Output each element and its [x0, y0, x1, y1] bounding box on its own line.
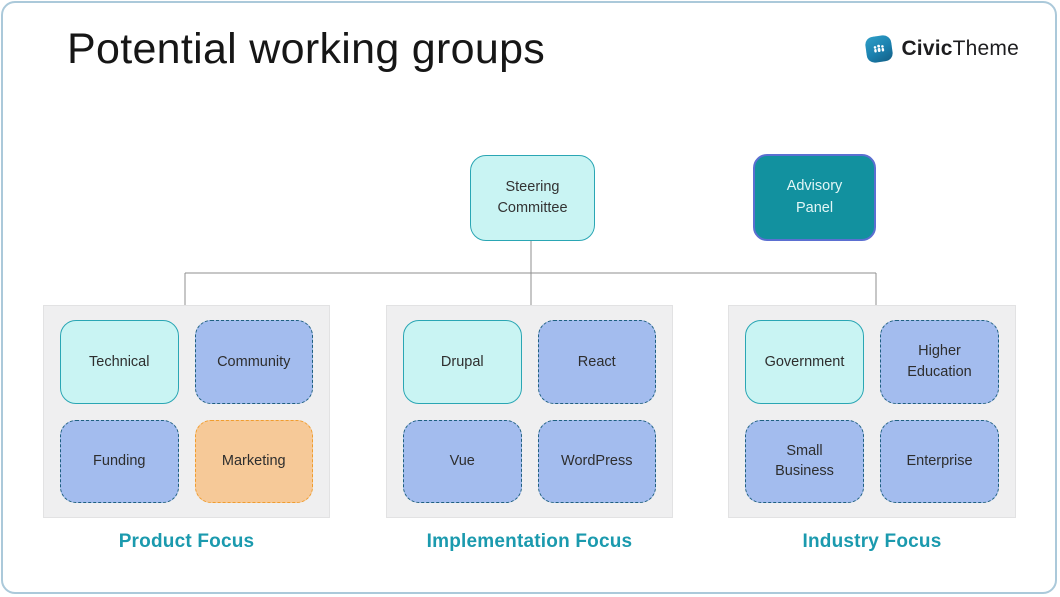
group-product-panel: Technical Community Funding Marketing	[43, 305, 330, 518]
group-industry-focus: Government Higher Education Small Busine…	[728, 305, 1016, 553]
wordmark-theme: Theme	[952, 37, 1019, 60]
civictheme-wordmark: CivicTheme	[901, 37, 1019, 61]
node-wordpress: WordPress	[537, 419, 656, 503]
node-vue: Vue	[403, 419, 522, 503]
node-higher-education: Higher Education	[880, 320, 999, 404]
node-technical: Technical	[60, 320, 179, 404]
node-drupal: Drupal	[403, 320, 522, 404]
page-title: Potential working groups	[67, 25, 546, 73]
node-advisory-panel: Advisory Panel	[753, 154, 876, 241]
node-community: Community	[194, 320, 313, 404]
group-implementation-focus: Drupal React Vue WordPress Implementatio…	[386, 305, 673, 553]
group-label-industry-focus: Industry Focus	[802, 531, 942, 552]
civictheme-badge-icon	[864, 34, 895, 64]
group-implementation-panel: Drupal React Vue WordPress	[386, 305, 673, 518]
wordmark-civic: Civic	[901, 37, 953, 60]
node-funding: Funding	[60, 419, 179, 503]
group-product-focus: Technical Community Funding Marketing Pr…	[43, 305, 330, 553]
node-government: Government	[745, 320, 864, 404]
node-enterprise: Enterprise	[880, 419, 999, 503]
group-label-product-focus: Product Focus	[118, 531, 255, 552]
group-industry-panel: Government Higher Education Small Busine…	[728, 305, 1016, 518]
group-label-implementation-focus: Implementation Focus	[426, 531, 633, 552]
civictheme-logo: CivicTheme	[864, 34, 1019, 64]
node-small-business: Small Business	[745, 419, 864, 503]
node-react: React	[537, 320, 656, 404]
node-steering-committee: Steering Committee	[470, 155, 595, 241]
node-marketing: Marketing	[194, 419, 313, 503]
